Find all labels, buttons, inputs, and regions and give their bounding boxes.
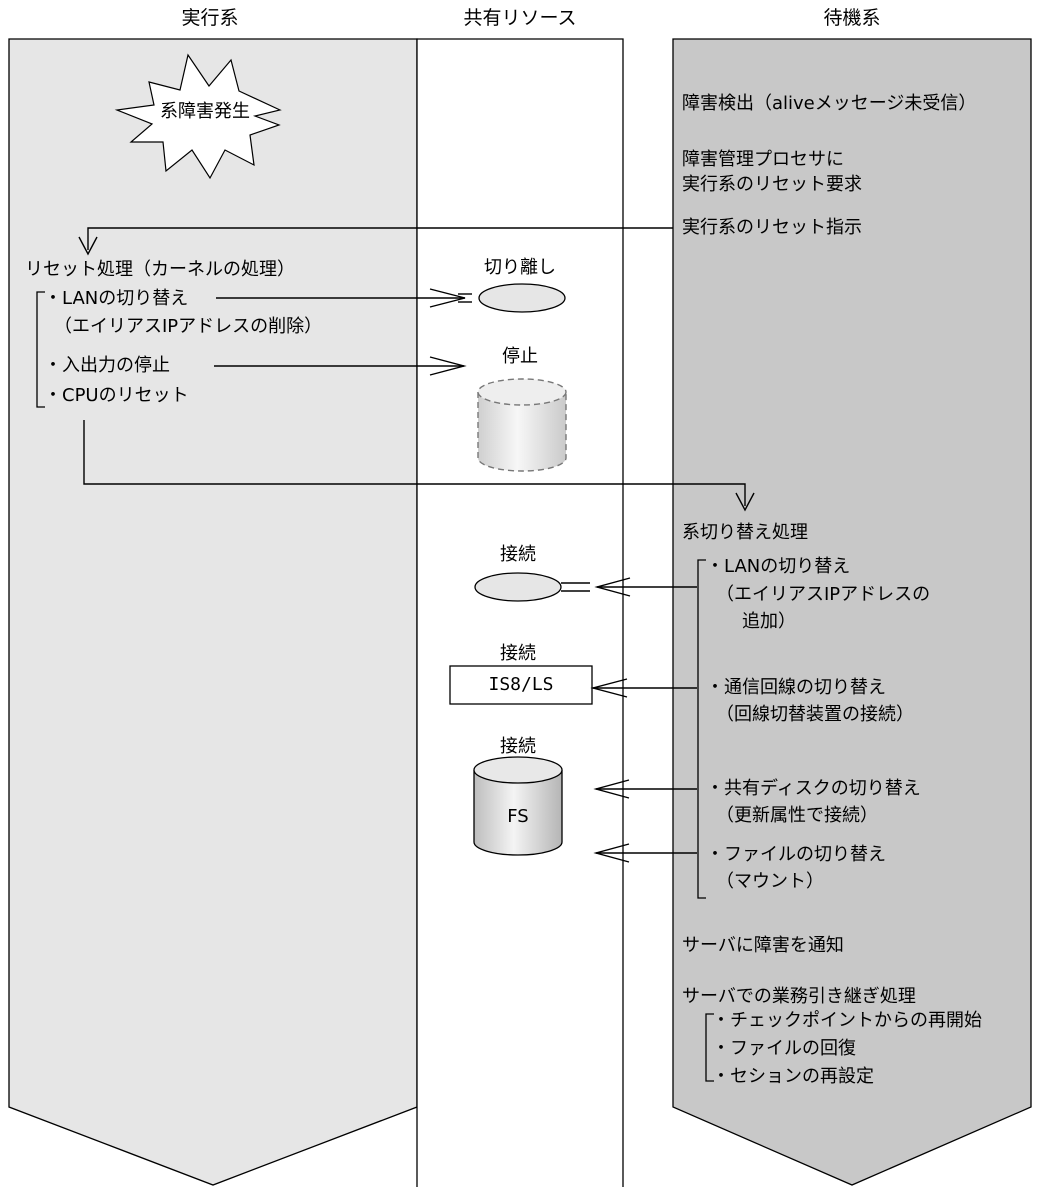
stopped-disk-top <box>477 378 567 406</box>
shared-disk <box>473 770 563 856</box>
takeover-bracket <box>705 1013 714 1082</box>
active-lan-switch-detail: （エイリアスIPアドレスの削除） <box>54 316 323 337</box>
standby-request-line1: 障害管理プロセサに <box>682 149 844 170</box>
standby-column <box>672 38 1032 1186</box>
standby-line-switch: ・通信回線の切り替え <box>706 677 886 698</box>
standby-file-recover: ・ファイルの回復 <box>712 1038 856 1059</box>
active-lan-switch: ・LANの切り替え <box>44 288 189 309</box>
standby-file-switch: ・ファイルの切り替え <box>706 844 886 865</box>
reset-instruction-arrowhead <box>78 236 98 256</box>
file-connect-arrowhead <box>593 843 630 863</box>
cpu-reset-connector <box>83 420 746 506</box>
line-box-label: IS8/LS <box>488 674 554 695</box>
shared-column <box>416 38 624 1187</box>
stop-label: 停止 <box>502 346 538 367</box>
standby-request-line2: 実行系のリセット要求 <box>682 174 862 195</box>
header-shared: 共有リソース <box>463 7 577 29</box>
standby-disk-detail: （更新属性で接続） <box>716 805 878 826</box>
active-column <box>8 38 418 1186</box>
connect-disk-label: 接続 <box>500 736 536 757</box>
active-cpu-reset: ・CPUのリセット <box>44 385 189 406</box>
reset-instruction-line <box>87 227 673 250</box>
disk-connect-arrowhead <box>593 779 630 799</box>
failure-burst-label: 系障害発生 <box>160 101 250 122</box>
disk-label: FS <box>507 806 529 827</box>
stopped-disk <box>477 392 567 472</box>
standby-takeover: サーバでの業務引き継ぎ処理 <box>682 986 916 1007</box>
standby-disk-switch: ・共有ディスクの切り替え <box>706 778 921 799</box>
line-connect-arrowhead <box>590 678 628 698</box>
lan-detached-ellipse <box>478 283 566 313</box>
line-switch-box <box>449 665 593 705</box>
header-active: 実行系 <box>181 7 239 29</box>
cpu-reset-arrowhead <box>735 492 755 512</box>
connect-line-label: 接続 <box>500 643 536 664</box>
standby-line-detail: （回線切替装置の接続） <box>716 704 914 725</box>
detach-label: 切り離し <box>484 257 556 278</box>
standby-notify: サーバに障害を通知 <box>682 935 844 956</box>
failure-burst <box>114 53 282 180</box>
switchover-bracket <box>697 559 706 899</box>
reset-process-title: リセット処理（カーネルの処理） <box>25 259 295 280</box>
lan-detach-arrowhead <box>429 288 466 308</box>
standby-detect: 障害検出（aliveメッセージ未受信） <box>682 93 977 114</box>
active-io-stop: ・入出力の停止 <box>44 355 170 376</box>
reset-bracket <box>36 291 45 408</box>
standby-reset-instruct: 実行系のリセット指示 <box>682 217 862 238</box>
standby-checkpoint: ・チェックポイントからの再開始 <box>712 1010 982 1031</box>
io-stop-arrowhead <box>429 356 467 376</box>
lan-connect-arrowhead <box>594 577 631 597</box>
standby-lan-detail2: 追加） <box>742 611 796 632</box>
standby-switch-title: 系切り替え処理 <box>682 522 808 543</box>
standby-session-reset: ・セションの再設定 <box>712 1066 874 1087</box>
standby-lan-switch: ・LANの切り替え <box>706 556 851 577</box>
shared-disk-top <box>473 756 563 784</box>
standby-lan-detail1: （エイリアスIPアドレスの <box>716 584 931 605</box>
standby-file-detail: （マウント） <box>716 871 824 892</box>
lan-connected-ellipse <box>474 572 562 602</box>
header-standby: 待機系 <box>823 7 881 29</box>
connect-lan-label: 接続 <box>500 544 536 565</box>
